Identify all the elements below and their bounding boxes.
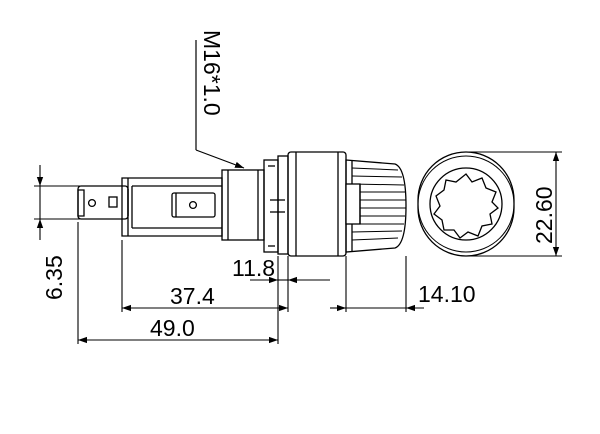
dim-overall-length: 49.0	[150, 315, 195, 341]
thread-leader	[195, 40, 245, 169]
knob-star	[433, 173, 499, 239]
knob	[345, 159, 407, 253]
terminal-block	[121, 177, 223, 237]
terminal-blade	[77, 185, 129, 220]
side-view	[77, 151, 407, 257]
dim-terminal-width: 6.35	[41, 255, 67, 300]
end-view	[417, 151, 515, 257]
dim-body-short: 11.8	[232, 255, 275, 281]
housing	[287, 151, 347, 257]
dimension-lines	[34, 151, 562, 344]
threaded-collar	[221, 155, 289, 255]
dim-knob-diameter: 22.60	[531, 186, 557, 244]
dim-knob-length: 14.10	[418, 281, 476, 307]
thread-label: M16*1.0	[199, 30, 225, 116]
dim-terminal-length: 37.4	[170, 283, 215, 309]
